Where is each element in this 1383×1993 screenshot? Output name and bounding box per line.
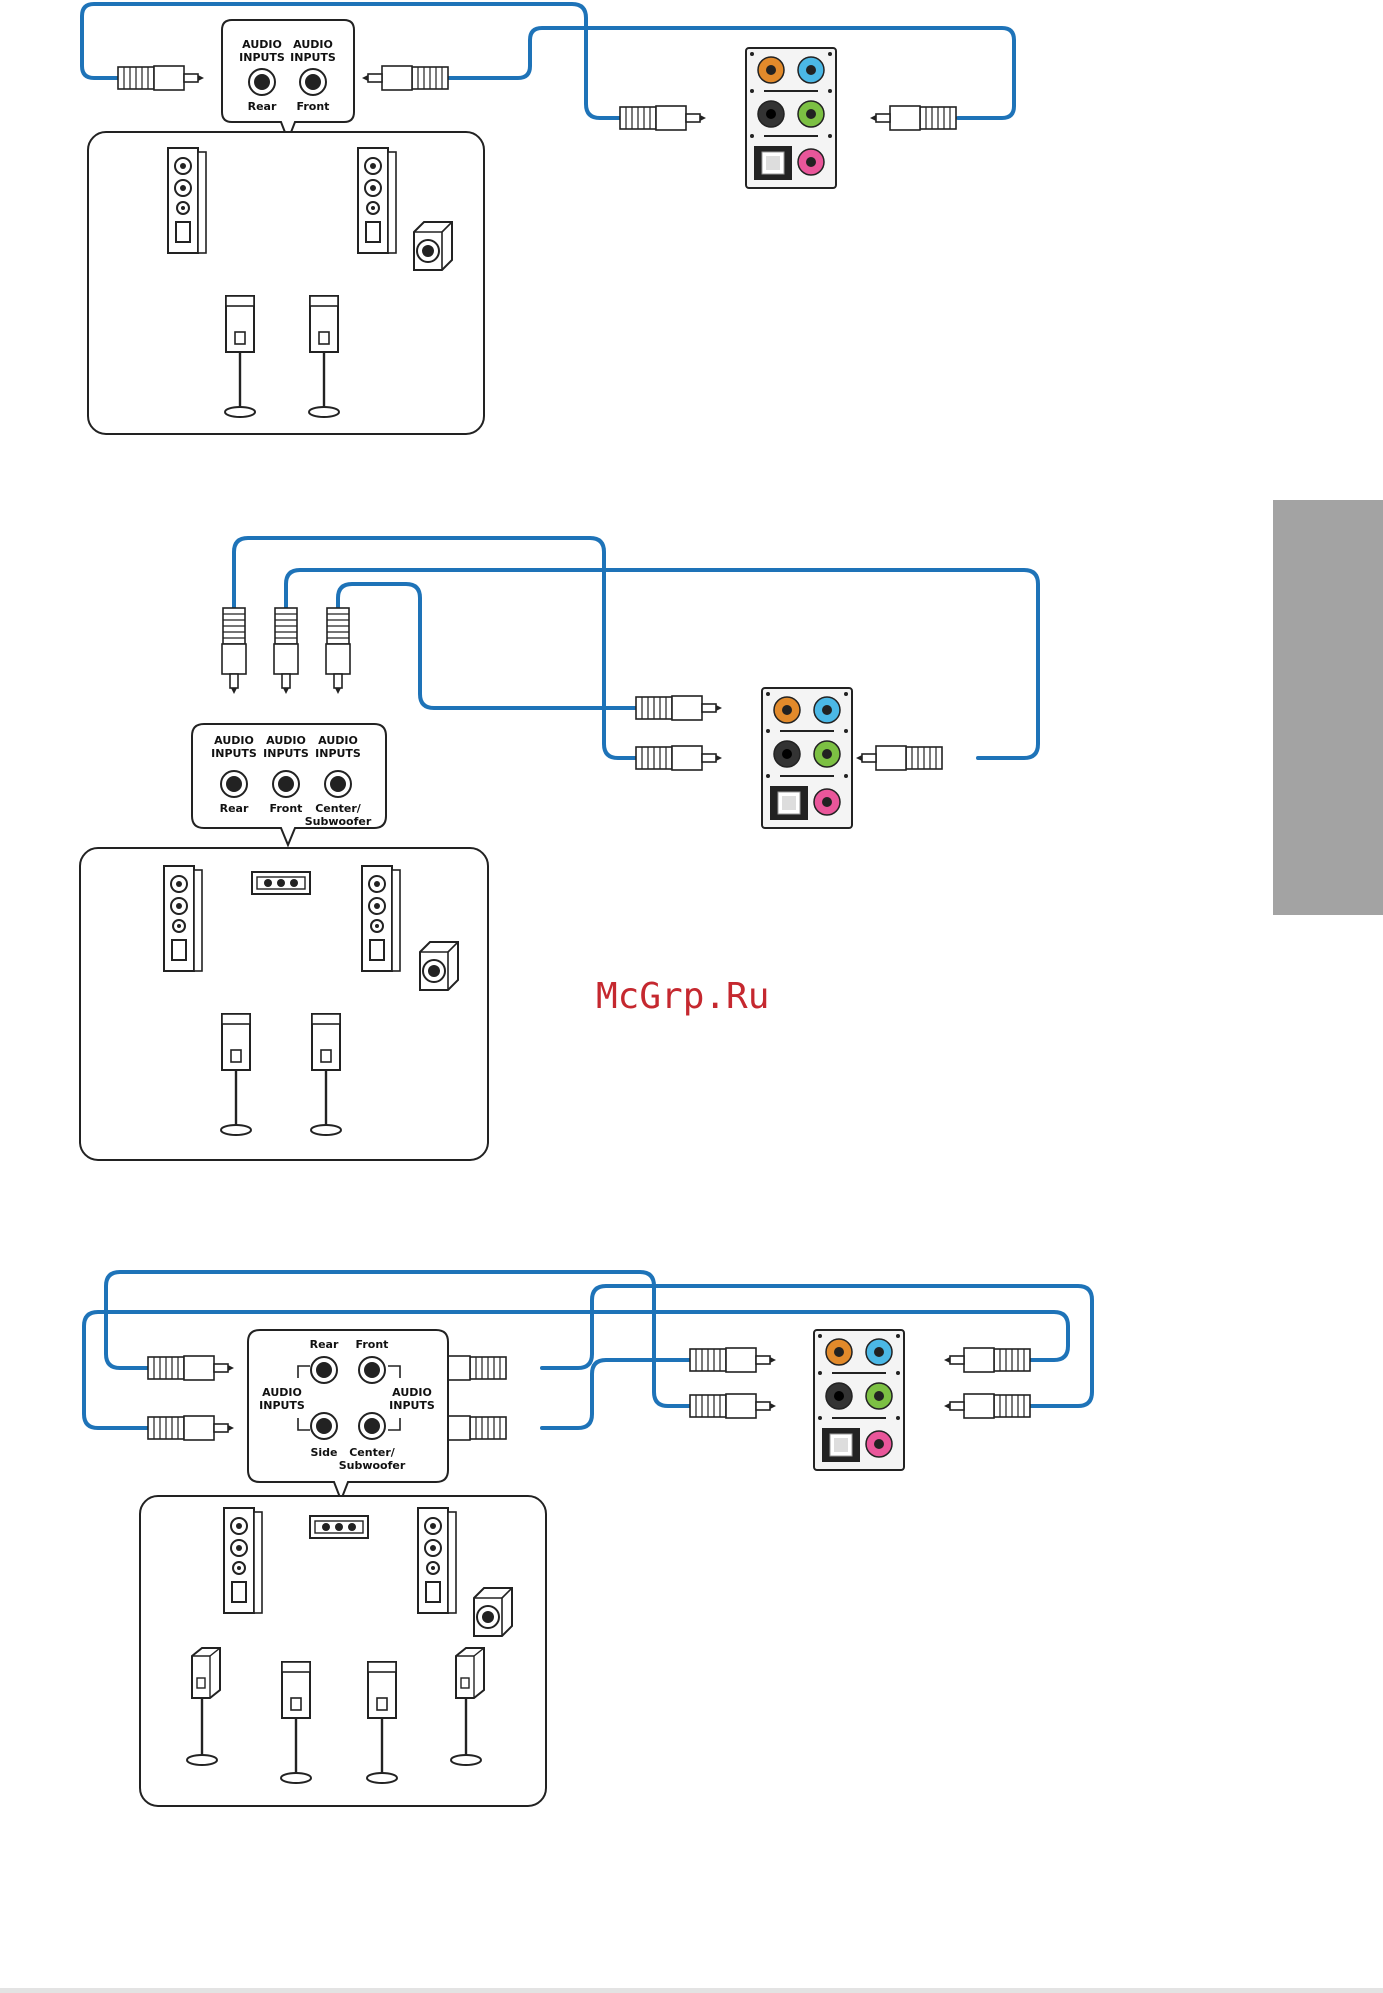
speaker-icon xyxy=(358,148,396,253)
jack-icon xyxy=(221,771,247,797)
jack-icon xyxy=(300,69,326,95)
inputs-label-front-line2: INPUTS xyxy=(290,51,336,64)
diagram-four-channel: AUDIO INPUTS AUDIO INPUTS Rear Front xyxy=(82,4,1014,434)
speaker-icon xyxy=(224,1508,262,1613)
inputs-label-left-line1: AUDIO xyxy=(262,1386,302,1399)
inputs-label-right-line1: AUDIO xyxy=(392,1386,432,1399)
jack-icon xyxy=(311,1357,337,1383)
jack-icon xyxy=(273,771,299,797)
label-rear: Rear xyxy=(248,100,277,113)
diagram-eight-channel: Rear Front AUDIO INPUTS AUDIO INPUTS Sid… xyxy=(84,1272,1092,1806)
label-rear: Rear xyxy=(220,802,249,815)
inputs-label-rear-line2: INPUTS xyxy=(211,747,257,760)
label-front: Front xyxy=(270,802,303,815)
watermark: McGrp.Ru xyxy=(596,976,769,1017)
jack-icon xyxy=(359,1357,385,1383)
jack-icon xyxy=(325,771,351,797)
subwoofer-icon xyxy=(414,222,452,270)
jack-icon xyxy=(311,1413,337,1439)
label-front: Front xyxy=(297,100,330,113)
diagram-six-channel: AUDIO INPUTS AUDIO INPUTS AUDIO INPUTS R… xyxy=(80,538,1038,1160)
label-rear: Rear xyxy=(310,1338,339,1351)
subwoofer-icon xyxy=(474,1588,512,1636)
label-front: Front xyxy=(356,1338,389,1351)
label-side: Side xyxy=(310,1446,337,1459)
subwoofer-icon xyxy=(420,942,458,990)
speaker-icon xyxy=(164,866,202,971)
inputs-label-center-line1: AUDIO xyxy=(318,734,358,747)
label-center: Center/ xyxy=(349,1446,396,1459)
inputs-label-front-line2: INPUTS xyxy=(263,747,309,760)
center-speaker-icon xyxy=(310,1516,368,1538)
inputs-label-rear-line2: INPUTS xyxy=(239,51,285,64)
speaker-icon xyxy=(168,148,206,253)
speaker-icon xyxy=(362,866,400,971)
inputs-label-center-line2: INPUTS xyxy=(315,747,361,760)
inputs-label-front-line1: AUDIO xyxy=(266,734,306,747)
inputs-label-rear-line1: AUDIO xyxy=(242,38,282,51)
jack-icon xyxy=(249,69,275,95)
inputs-label-front-line1: AUDIO xyxy=(293,38,333,51)
jack-icon xyxy=(359,1413,385,1439)
inputs-label-rear-line1: AUDIO xyxy=(214,734,254,747)
center-speaker-icon xyxy=(252,872,310,894)
label-subwoofer: Subwoofer xyxy=(339,1459,406,1472)
inputs-label-left-line2: INPUTS xyxy=(259,1399,305,1412)
label-subwoofer: Subwoofer xyxy=(305,815,372,828)
speaker-icon xyxy=(418,1508,456,1613)
label-center: Center/ xyxy=(315,802,362,815)
inputs-label-right-line2: INPUTS xyxy=(389,1399,435,1412)
